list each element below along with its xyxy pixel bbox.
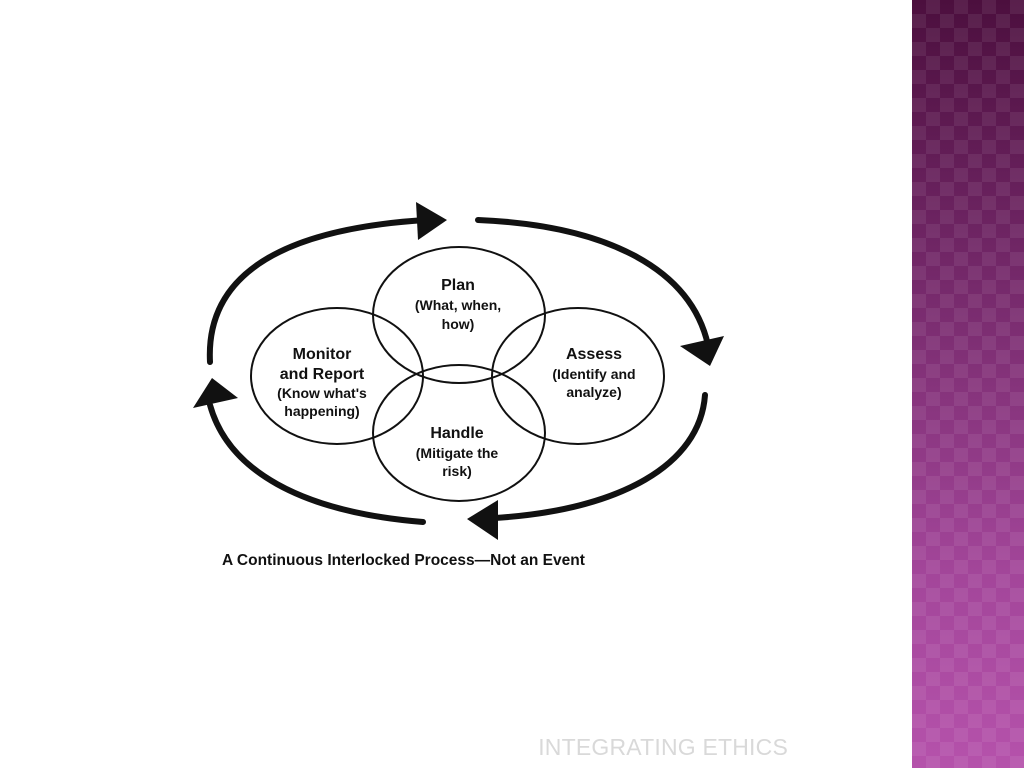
- plan-label: Plan (What, when, how): [415, 277, 501, 332]
- plan-title: Plan: [441, 277, 475, 294]
- arrowhead-bottom-icon: [467, 500, 498, 540]
- process-circles: [250, 246, 665, 502]
- arrowhead-right-icon: [680, 336, 724, 366]
- monitor-circle: [250, 307, 424, 445]
- slide-footer: INTEGRATING ETHICS: [538, 734, 788, 760]
- assess-line-2: analyze): [566, 384, 621, 400]
- cycle-arrows: [206, 217, 711, 525]
- risk-cycle-diagram: Plan (What, when, how) Assess (Identify …: [193, 202, 724, 540]
- handle-circle: [372, 364, 546, 502]
- assess-circle: [491, 307, 665, 445]
- monitor-line-1: (Know what's: [277, 385, 367, 401]
- arrow-arc-bottom-right: [492, 392, 708, 521]
- diagram-caption: A Continuous Interlocked Process—Not an …: [222, 552, 585, 569]
- plan-line-1: (What, when,: [415, 297, 501, 313]
- slide-content: Plan (What, when, how) Assess (Identify …: [193, 202, 788, 760]
- assess-title: Assess: [566, 346, 622, 363]
- arrow-arc-top-right: [475, 217, 711, 348]
- arrow-arc-top-left: [206, 217, 428, 365]
- handle-label: Handle (Mitigate the risk): [416, 425, 499, 479]
- handle-line-1: (Mitigate the: [416, 445, 499, 461]
- monitor-label: Monitor and Report (Know what's happenin…: [277, 346, 367, 419]
- arrow-arc-bottom-left: [207, 402, 426, 525]
- assess-label: Assess (Identify and analyze): [552, 346, 635, 400]
- arrowhead-left-icon: [193, 378, 238, 408]
- handle-line-2: risk): [442, 463, 472, 479]
- monitor-title-line-2: and Report: [280, 366, 365, 383]
- plan-circle: [372, 246, 546, 384]
- monitor-title-line-1: Monitor: [293, 346, 352, 363]
- handle-title: Handle: [430, 425, 483, 442]
- decorative-side-band: [912, 0, 1024, 768]
- arrowheads: [193, 202, 724, 540]
- arrowhead-top-icon: [416, 202, 447, 240]
- assess-line-1: (Identify and: [552, 366, 635, 382]
- plan-line-2: how): [442, 316, 475, 332]
- monitor-line-2: happening): [284, 403, 359, 419]
